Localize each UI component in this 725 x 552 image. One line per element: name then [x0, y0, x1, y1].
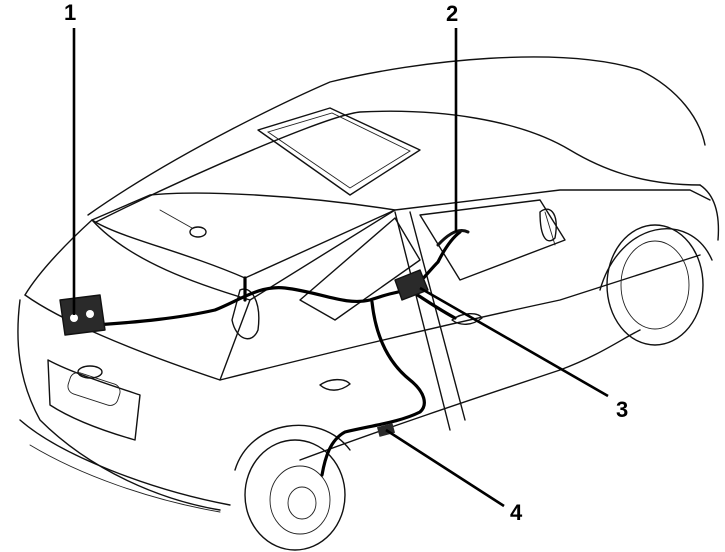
component-2-connector [436, 229, 470, 247]
callout-3: 3 [616, 397, 629, 422]
callout-4: 4 [510, 500, 523, 525]
component-1-module [59, 294, 106, 336]
car-body-outline [17, 56, 720, 551]
leader-line-4 [385, 428, 505, 508]
callout-1: 1 [64, 0, 77, 25]
leader-line-3 [419, 286, 609, 398]
wiring-harness [93, 230, 462, 477]
component-3-junction [394, 269, 429, 301]
callout-2: 2 [446, 1, 459, 26]
